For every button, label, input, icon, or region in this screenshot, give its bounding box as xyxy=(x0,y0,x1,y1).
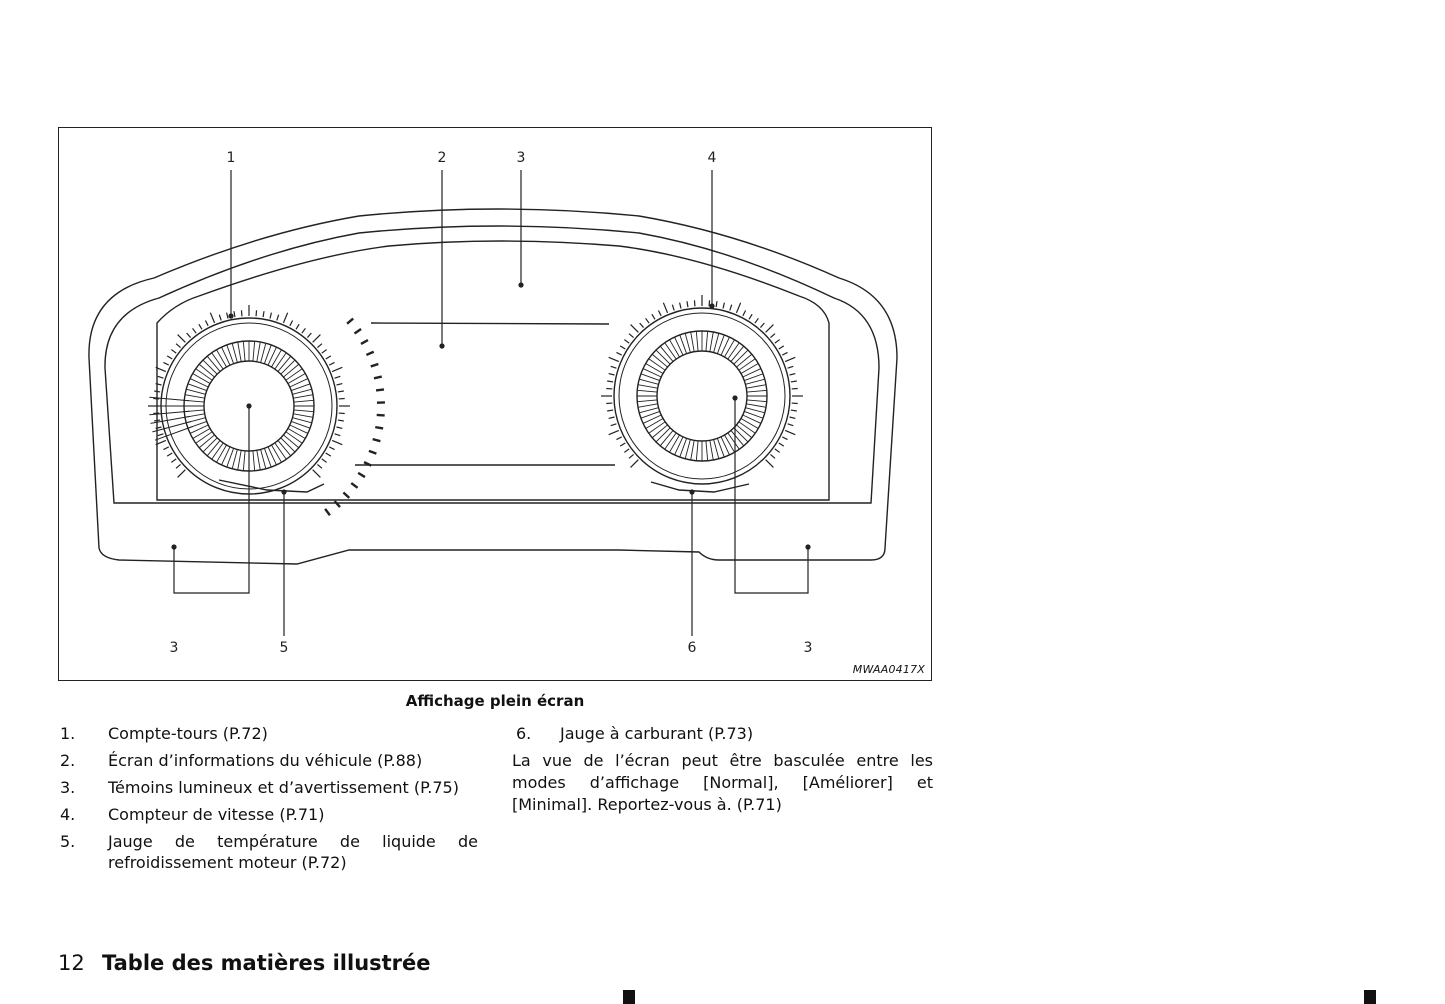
callout-3-bottom-left: 3 xyxy=(170,640,179,656)
list-item: 2.Écran d’informations du véhicule (P.88… xyxy=(60,751,423,770)
cluster-inner-housing xyxy=(104,225,880,504)
callout-2: 2 xyxy=(438,150,447,166)
page-number: 12 xyxy=(58,951,85,975)
crop-mark-left xyxy=(623,990,635,1004)
illustration-code: MWAA0417X xyxy=(852,663,925,676)
callout-3-top: 3 xyxy=(517,150,526,166)
tachometer-redzone xyxy=(149,396,193,441)
list-item: 6.Jauge à carburant (P.73) xyxy=(516,724,754,743)
cluster-screen-frame xyxy=(156,240,830,501)
coolant-temperature-scale xyxy=(324,317,385,517)
callout-3-bottom-right: 3 xyxy=(804,640,813,656)
callout-1: 1 xyxy=(227,150,236,166)
list-item: 3.Témoins lumineux et d’avertissement (P… xyxy=(60,778,459,797)
coolant-gauge-bar xyxy=(218,479,325,493)
vehicle-info-display xyxy=(370,322,610,325)
figure-caption: Affichage plein écran xyxy=(405,692,585,710)
display-mode-note: La vue de l’écran peut être basculée ent… xyxy=(512,751,933,814)
callout-4: 4 xyxy=(708,150,717,166)
section-title: Table des matières illustrée xyxy=(102,951,431,975)
instrument-cluster-illustration: 1 2 3 4 3 5 6 3 xyxy=(88,150,898,656)
list-item: 4.Compteur de vitesse (P.71) xyxy=(60,805,325,824)
list-item: 1.Compte-tours (P.72) xyxy=(60,724,268,743)
crop-mark-right xyxy=(1364,990,1376,1004)
callout-5: 5 xyxy=(280,640,289,656)
legend-list-right: 6.Jauge à carburant (P.73) xyxy=(512,723,934,750)
instrument-cluster-figure: 1 2 3 4 3 5 6 3 MWAA0417X xyxy=(58,127,932,681)
list-item: 5.Jauge de température de liquide de ref… xyxy=(60,832,478,872)
cluster-outer-housing xyxy=(88,208,898,565)
callout-6: 6 xyxy=(688,640,697,656)
fuel-gauge-bar xyxy=(650,481,750,493)
speedometer-gauge xyxy=(601,295,803,485)
legend-list-left: 1.Compte-tours (P.72) 2.Écran d’informat… xyxy=(60,723,478,879)
